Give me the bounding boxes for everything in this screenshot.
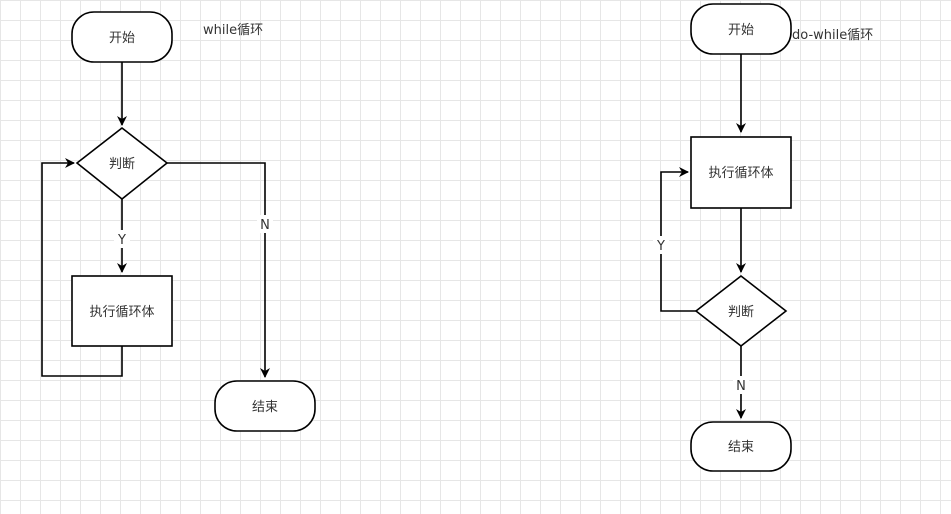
dw-start-node-label: 开始 (728, 23, 754, 38)
dw-loop-body-node: 执行循环体 (690, 136, 792, 209)
edge-decision-no (167, 162, 270, 378)
dw-end-node: 结束 (690, 421, 792, 472)
while-loop-diagram: Y N 开始 判断 执行循环体 结束 while循环 (41, 11, 316, 432)
loop-body-node-label: 执行循环体 (89, 305, 154, 320)
dw-start-node: 开始 (690, 3, 792, 55)
yes-label: Y (117, 233, 126, 248)
do-while-caption: do-while循环 (792, 28, 873, 43)
dw-decision-node-label: 判断 (728, 305, 754, 320)
start-node: 开始 (71, 11, 173, 63)
decision-node: 判断 (75, 126, 169, 201)
edge-loop-back (41, 158, 123, 377)
dw-no-label: N (736, 379, 746, 394)
dw-end-node-label: 结束 (728, 440, 754, 455)
dw-decision-node: 判断 (694, 274, 788, 348)
start-node-label: 开始 (109, 31, 135, 46)
while-caption: while循环 (203, 23, 263, 38)
dw-loop-body-node-label: 执行循环体 (708, 166, 773, 181)
end-node-label: 结束 (252, 400, 278, 415)
dw-yes-label: Y (656, 239, 665, 254)
end-node: 结束 (214, 380, 316, 432)
do-while-loop-diagram: Y N 开始 执行循环体 判断 结束 do-while循环 (653, 3, 873, 472)
loop-body-node: 执行循环体 (71, 275, 173, 347)
decision-node-label: 判断 (109, 157, 135, 172)
no-label: N (260, 218, 270, 233)
